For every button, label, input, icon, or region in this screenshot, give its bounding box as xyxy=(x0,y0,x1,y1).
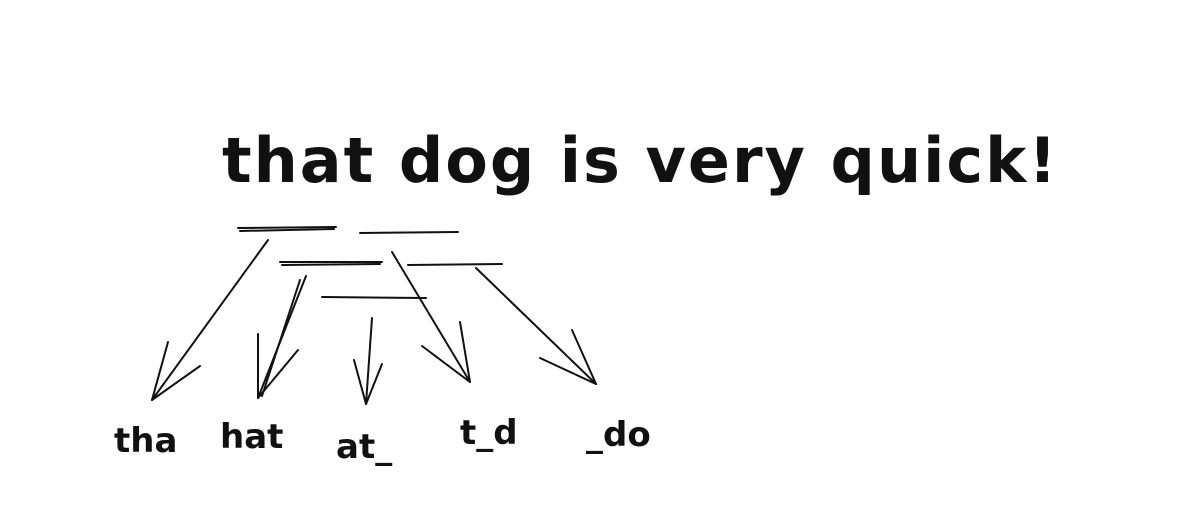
arrow-to-hat xyxy=(257,275,307,399)
underline-at xyxy=(321,296,427,299)
arrow-to-do xyxy=(475,267,597,385)
ngram-label-hat: hat xyxy=(220,417,284,457)
sentence-text: that dog is very quick! xyxy=(222,124,1059,197)
underline-t-d xyxy=(359,231,459,234)
arrow-to-t-d xyxy=(391,251,471,383)
underline-hat xyxy=(279,261,383,266)
ngram-label-t-d: t_d xyxy=(460,413,518,453)
underline-do xyxy=(407,263,503,266)
ngram-label-at: at_ xyxy=(336,427,393,467)
underline-tha xyxy=(237,226,337,232)
arrow-to-at xyxy=(353,317,383,405)
ngram-label-do: _do xyxy=(586,415,651,455)
ngram-label-tha: tha xyxy=(114,421,178,461)
arrow-to-tha xyxy=(151,239,269,401)
